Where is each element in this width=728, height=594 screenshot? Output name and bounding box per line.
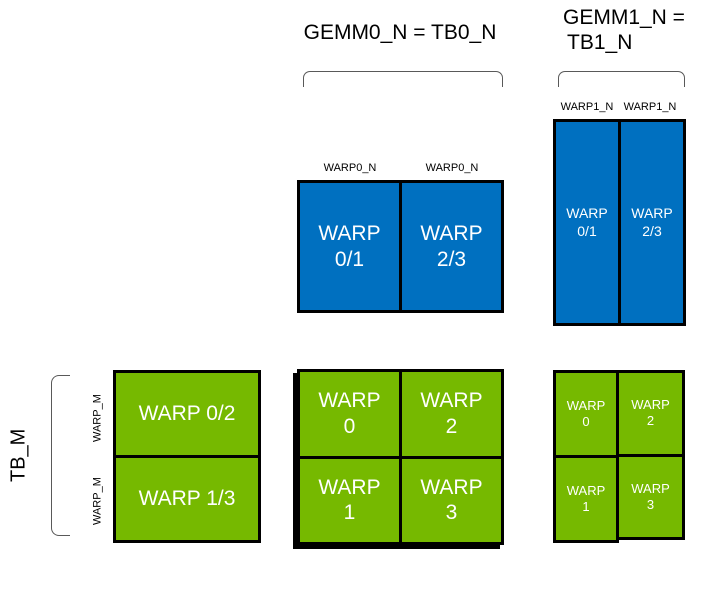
warp-cell-line: WARP (318, 389, 381, 413)
warp-cell-2: WARP 2 (402, 372, 501, 456)
warp-cell-line: 0 (343, 414, 356, 438)
warp-cell-2-3: WARP 2/3 (621, 122, 683, 323)
left-warp-rows-tile: WARP 0/2 WARP 1/3 (113, 370, 261, 543)
warp-cell-line: 1 (343, 501, 356, 525)
warp-cell-2: WARP 2 (619, 373, 682, 454)
gemm0-n-bracket (303, 71, 503, 87)
gemm1-n-bracket (558, 71, 685, 87)
warp-cell-3: WARP 3 (619, 456, 682, 537)
warp-cell-1: WARP 1 (300, 458, 399, 542)
warp-cell-line: WARP (631, 480, 670, 496)
warp-cell-line: WARP (566, 205, 608, 222)
warp-cell-3: WARP 3 (402, 458, 501, 542)
warp-cell-line: WARP (631, 397, 670, 413)
warp-cell-line: 1 (582, 499, 590, 514)
warp1-n-label-right: WARP1_N (623, 101, 677, 113)
warp0-n-label-right: WARP0_N (425, 162, 479, 174)
warp-cell-line: WARP (566, 483, 606, 499)
warp1-n-label-left: WARP1_N (560, 101, 614, 113)
warp-cell-line: 0/1 (577, 222, 597, 239)
warp-cell-line: 2 (646, 413, 655, 429)
warp-cell-0-2: WARP 0/2 (116, 373, 258, 455)
warp-cell-line: 0/1 (334, 247, 365, 271)
warp-cell-0: WARP 0 (300, 372, 399, 456)
warp-cell-line: WARP (566, 398, 606, 414)
warp-cell-line: WARP (318, 475, 381, 499)
warp-cell-line: 0 (582, 414, 590, 429)
tb-m-label: TB_M (7, 428, 30, 482)
gemm0-title: GEMM0_N = TB0_N (303, 21, 497, 44)
warp-cell-line: WARP (420, 475, 483, 499)
warp-cell-line: 2/3 (436, 247, 467, 271)
warp-cell-0-1: WARP 0/1 (300, 183, 399, 310)
warp-cell-line: 2 (445, 414, 458, 438)
warp-cell-0-1: WARP 0/1 (556, 122, 618, 323)
warp-cell-line: WARP (420, 389, 483, 413)
warp-cell-line: WARP 1/3 (138, 487, 236, 511)
gemm1-warp-grid-right-column: WARP 2 WARP 3 (616, 370, 685, 540)
warp-cell-1-3: WARP 1/3 (116, 458, 258, 540)
warp-cell-line: 3 (445, 501, 458, 525)
warp-m-label-bottom: WARP_M (91, 477, 104, 525)
warp-cell-line: WARP (631, 205, 673, 222)
warp-cell-line: WARP (420, 221, 483, 245)
warp-cell-1: WARP 1 (556, 458, 616, 540)
gemm0-accumulator-tile: WARP 0/1 WARP 2/3 (297, 180, 504, 313)
gemm1-warp-grid-left-column: WARP 0 WARP 1 (553, 370, 619, 543)
gemm0-warp-grid-tile: WARP 0 WARP 2 WARP 1 WARP 3 (297, 369, 504, 545)
warp0-n-label-left: WARP0_N (323, 162, 377, 174)
warp-cell-line: 2/3 (642, 222, 662, 239)
warp-cell-line: 3 (646, 496, 655, 512)
warp-cell-line: WARP 0/2 (138, 402, 236, 426)
tb-m-bracket (51, 375, 70, 536)
warp-cell-0: WARP 0 (556, 373, 616, 455)
warp-cell-2-3: WARP 2/3 (402, 183, 501, 310)
warp-cell-line: WARP (318, 221, 381, 245)
gemm1-title-line2: TB1_N (567, 31, 633, 54)
gemm1-title-line1: GEMM1_N = (563, 6, 685, 29)
warp-m-label-top: WARP_M (91, 394, 104, 442)
gemm1-title: GEMM1_N = TB1_N (563, 5, 723, 55)
gemm1-accumulator-tile: WARP 0/1 WARP 2/3 (553, 119, 686, 326)
